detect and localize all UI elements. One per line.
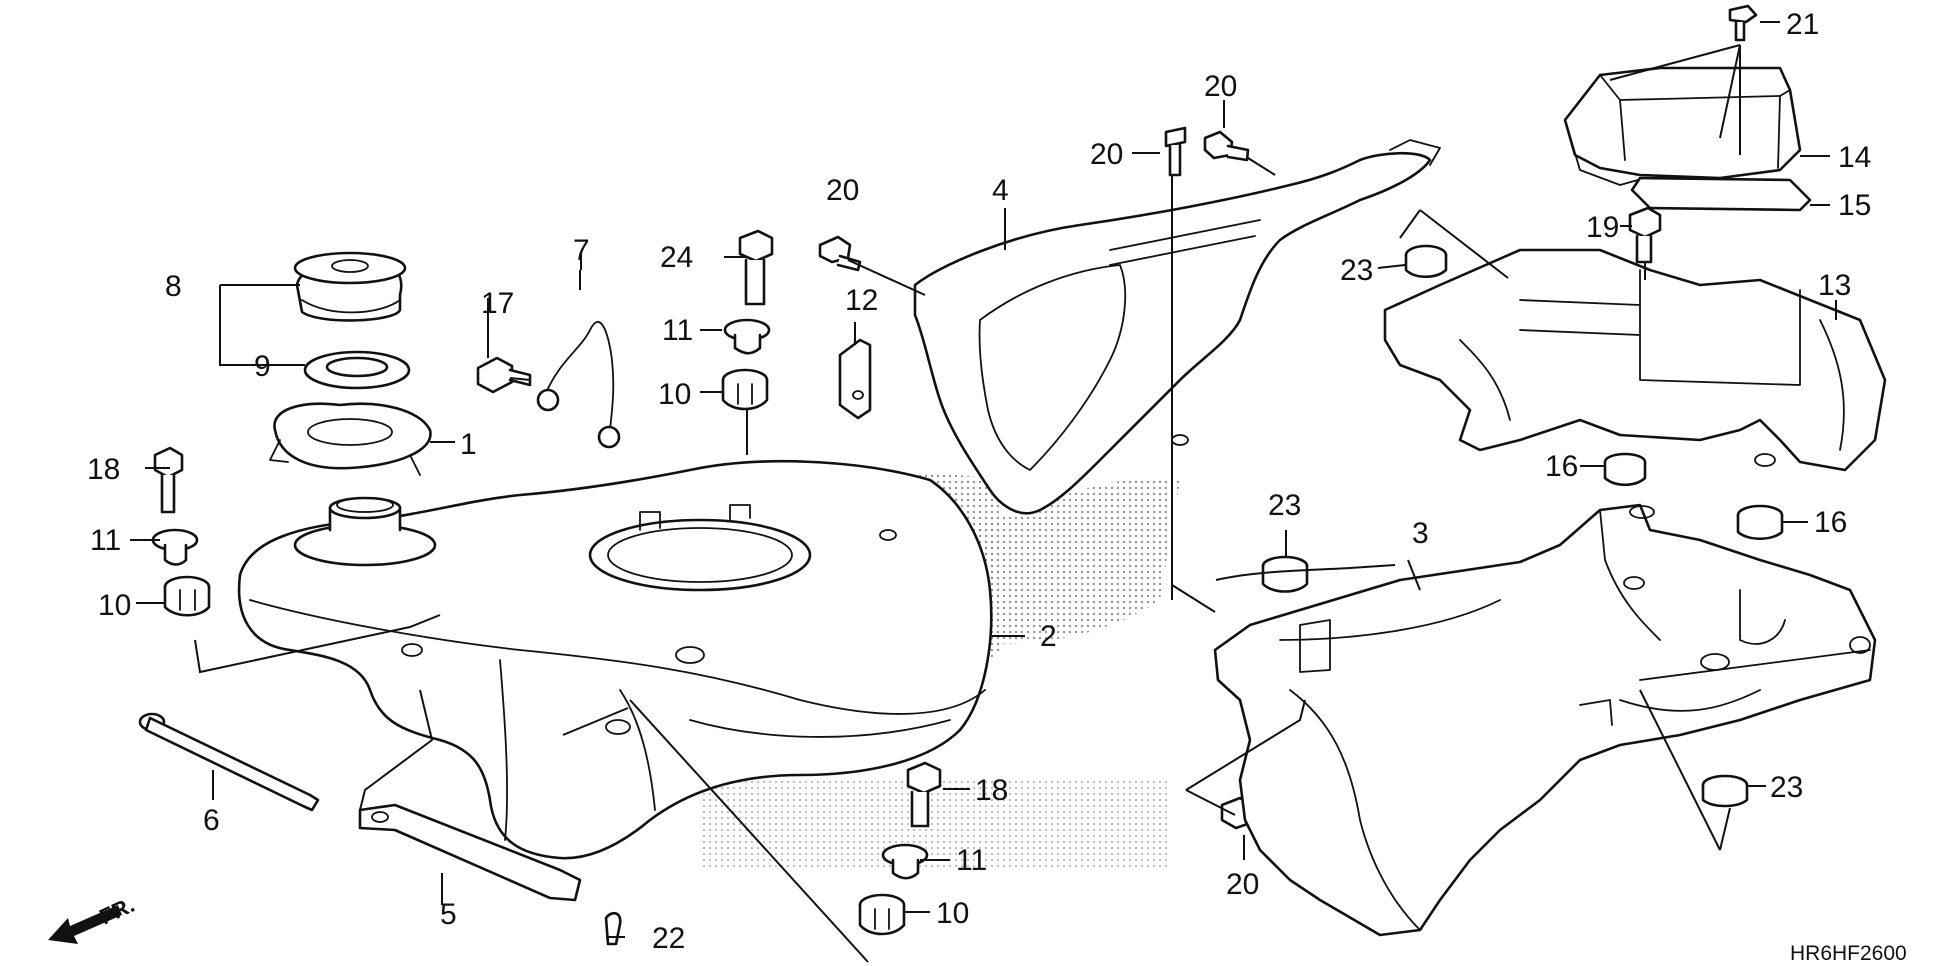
front-direction-arrow <box>48 905 122 944</box>
callout-8: 8 <box>165 270 182 303</box>
callout-6: 6 <box>203 804 220 837</box>
callout-9: 9 <box>254 350 271 383</box>
clip-20-top-a <box>1164 126 1187 177</box>
callout-20-top-a: 20 <box>1090 138 1123 171</box>
clip-20-left <box>818 235 862 272</box>
callout-11-lower: 11 <box>956 844 987 877</box>
clip-20-top-b <box>1203 130 1250 162</box>
tank-band <box>358 803 582 902</box>
callout-23-top: 23 <box>1340 254 1373 287</box>
callout-18-left: 18 <box>87 453 120 486</box>
callout-15: 15 <box>1838 189 1871 222</box>
bolt-19 <box>1628 206 1662 264</box>
callout-19: 19 <box>1586 211 1619 244</box>
callout-22: 22 <box>652 922 685 955</box>
rubber-mount-10-left <box>163 575 211 617</box>
breather-hose <box>536 321 621 449</box>
callout-13: 13 <box>1818 269 1851 302</box>
collar-11-left <box>151 528 199 566</box>
callout-17: 17 <box>481 287 514 320</box>
rubber-mount-10-lower <box>858 893 906 936</box>
fuel-tank <box>237 459 993 860</box>
bolt-24 <box>738 229 774 306</box>
callout-7: 7 <box>573 234 590 267</box>
bolt-18-lower <box>906 761 942 828</box>
callout-11-center: 11 <box>662 314 693 347</box>
callout-20-top-b: 20 <box>1204 70 1237 103</box>
battery-box <box>1383 248 1887 472</box>
callout-12: 12 <box>845 284 878 317</box>
callout-23-right: 23 <box>1770 771 1803 804</box>
filler-ring <box>269 402 432 476</box>
battery-plate <box>1630 176 1812 212</box>
callout-20-lower: 20 <box>1226 868 1259 901</box>
fuel-cap <box>293 251 407 322</box>
grommet-16-b <box>1736 504 1784 541</box>
bolt-18-left <box>153 446 184 514</box>
bolt-17 <box>476 356 532 394</box>
callout-23-mid: 23 <box>1268 489 1301 522</box>
callout-10-center: 10 <box>658 378 691 411</box>
callout-5: 5 <box>440 898 457 931</box>
callout-10-lower: 10 <box>936 897 969 930</box>
filler-gasket <box>303 350 411 390</box>
callout-2: 2 <box>1040 620 1057 653</box>
callout-labels: 1 2 3 4 5 6 7 8 9 10 10 10 11 11 11 12 1… <box>87 8 1907 965</box>
bracket-12 <box>838 338 872 420</box>
callout-16-b: 16 <box>1814 506 1847 539</box>
grommet-23-top <box>1404 244 1448 279</box>
leader-lines <box>130 21 1837 963</box>
callout-10-left: 10 <box>98 589 131 622</box>
collar-11-center <box>723 318 771 355</box>
callout-24: 24 <box>660 241 693 274</box>
callout-4: 4 <box>992 174 1009 207</box>
grommet-23-mid <box>1261 555 1309 593</box>
callout-16-a: 16 <box>1545 450 1578 483</box>
callout-18-lower: 18 <box>975 774 1008 807</box>
callout-11-left: 11 <box>90 524 121 557</box>
clip-22 <box>604 911 622 946</box>
battery-cover <box>1563 66 1802 186</box>
callout-21: 21 <box>1786 8 1819 41</box>
tank-rod <box>138 712 320 812</box>
callout-1: 1 <box>460 428 477 461</box>
grommet-16-a <box>1603 452 1647 487</box>
callout-14: 14 <box>1838 141 1871 174</box>
callout-20-left: 20 <box>826 174 859 207</box>
collar-11-lower <box>881 843 929 880</box>
callout-3: 3 <box>1412 517 1429 550</box>
rubber-mount-10-center <box>721 368 769 411</box>
diagram-code: HR6HF2600 <box>1790 942 1907 965</box>
grommet-23-right <box>1701 774 1749 808</box>
lower-cover <box>1213 503 1877 937</box>
front-marker-label: FR. <box>96 892 139 930</box>
screw-21 <box>1728 4 1758 42</box>
